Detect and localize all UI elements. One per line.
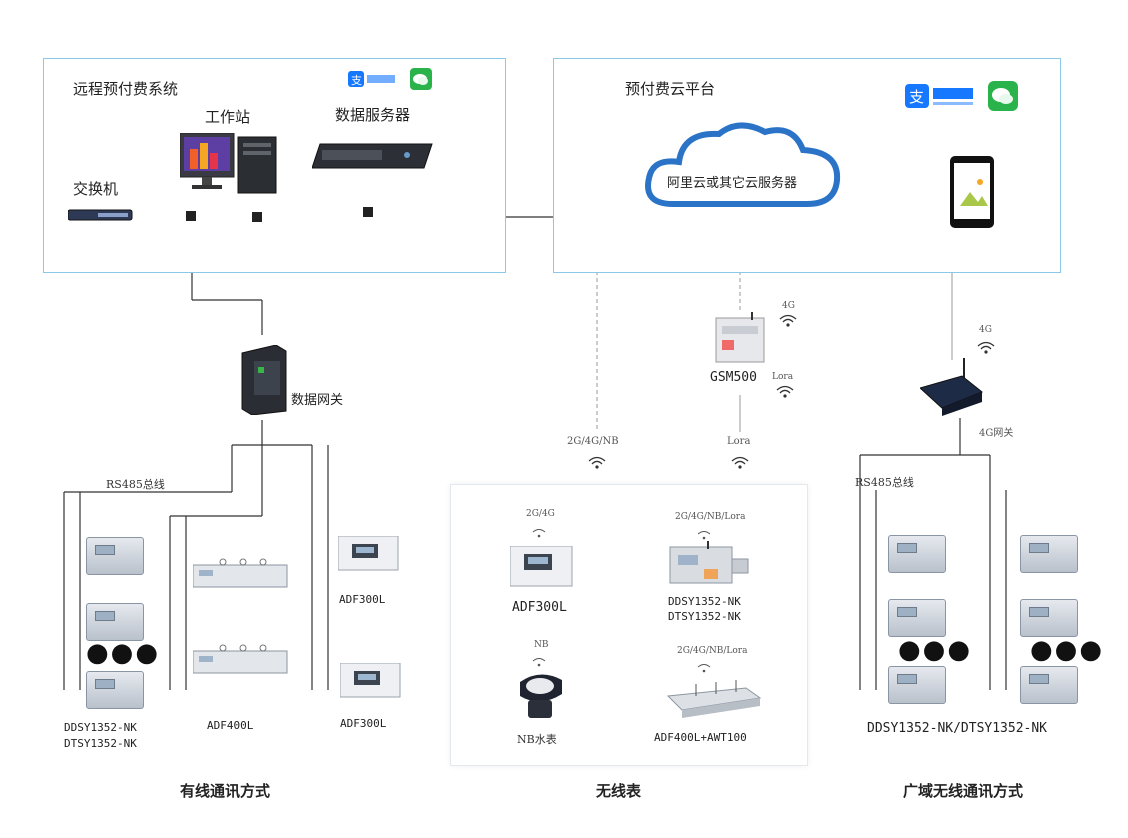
gsm500-label: GSM500 <box>710 370 757 385</box>
server-icon <box>311 142 434 176</box>
junction-node <box>186 211 196 221</box>
adf300l-wireless-device <box>509 545 574 592</box>
rs485-bus-label-right: RS485总线 <box>855 476 914 489</box>
nb-water-meter-label: NB水表 <box>517 733 557 746</box>
wechat-icon <box>410 68 432 90</box>
svg-text:支: 支 <box>909 88 924 106</box>
ellipsis-dots: ●●● <box>1030 635 1105 665</box>
wifi-icon <box>697 525 711 544</box>
ddsy-wireless-label: DDSY1352-NK <box>668 595 741 608</box>
awt-tag: 2G/4G/NB/Lora <box>677 646 748 656</box>
wifi-icon <box>731 455 749 474</box>
gw-4g-label: 4G <box>979 325 992 335</box>
4g-gateway-label: 4G网关 <box>979 428 1014 439</box>
adf300l-wireless-tag: 2G/4G <box>526 509 555 519</box>
ddsy-meter <box>1020 599 1078 637</box>
nb-tag: NB <box>534 640 549 650</box>
ddsy-wireless-tag: 2G/4G/NB/Lora <box>675 512 746 522</box>
adf300l-device <box>339 662 402 703</box>
adf300l-label-b: ADF300L <box>340 717 387 730</box>
data-gateway-device <box>240 344 288 419</box>
gsm-4g-label: 4G <box>782 301 795 311</box>
awt100-device <box>666 680 762 724</box>
ddsy-meter <box>888 535 946 573</box>
data-server-label: 数据服务器 <box>335 106 411 124</box>
4g-gateway-device <box>918 358 984 422</box>
wifi-icon <box>588 455 606 474</box>
ddsy-meter <box>86 537 144 575</box>
ddsy-meter <box>1020 535 1078 573</box>
adf400l-device <box>192 557 289 593</box>
ddsy-meter <box>888 666 946 704</box>
alipay-icon: 支 <box>348 70 398 88</box>
junction-node <box>363 207 373 217</box>
workstation-label: 工作站 <box>205 108 251 126</box>
wan-section-title: 广域无线通讯方式 <box>903 782 1024 800</box>
wireless-section-title: 无线表 <box>596 782 642 800</box>
ddsy-meter <box>1020 666 1078 704</box>
cloud-icon <box>643 118 843 216</box>
dtsy-label-wired: DTSY1352-NK <box>64 737 137 750</box>
svg-text:支: 支 <box>351 74 362 87</box>
wifi-icon <box>697 658 711 677</box>
gsm-lora-label: Lora <box>772 372 794 382</box>
ddsy-wireless-device <box>668 541 750 589</box>
switch-label: 交换机 <box>73 180 119 198</box>
workstation-monitor <box>179 132 280 201</box>
adf300l-device <box>337 535 400 576</box>
wired-section-title: 有线通讯方式 <box>180 782 271 800</box>
cloud-platform-title: 预付费云平台 <box>625 80 716 98</box>
ddsy-meter <box>86 603 144 641</box>
switch-icon <box>67 207 134 226</box>
awt100-label: ADF400L+AWT100 <box>654 731 747 744</box>
gsm500-device <box>712 312 768 370</box>
wifi-icon <box>779 313 797 332</box>
lora-link-label: Lora <box>727 436 751 447</box>
ellipsis-dots: ●●● <box>898 635 973 665</box>
dtsy-wireless-label: DTSY1352-NK <box>668 610 741 623</box>
junction-node <box>252 212 262 222</box>
data-gateway-label: 数据网关 <box>291 393 344 408</box>
wifi-icon <box>776 384 794 403</box>
wireless-link-label: 2G/4G/NB <box>567 436 619 447</box>
adf300l-label-a: ADF300L <box>339 593 386 606</box>
wifi-icon <box>977 340 995 359</box>
cloud-server-label: 阿里云或其它云服务器 <box>667 176 798 191</box>
ddsy-label-wired: DDSY1352-NK <box>64 721 137 734</box>
ddsy-meter <box>86 671 144 709</box>
nb-water-meter-device <box>512 664 568 726</box>
adf300l-wireless-label: ADF300L <box>512 600 567 615</box>
rs485-bus-label-left: RS485总线 <box>106 478 165 491</box>
phone-icon <box>950 156 996 234</box>
wireless-meter-panel <box>450 484 808 766</box>
wifi-icon <box>532 523 546 542</box>
remote-prepaid-title: 远程预付费系统 <box>73 80 179 98</box>
wan-meter-label: DDSY1352-NK/DTSY1352-NK <box>867 721 1048 736</box>
wechat-icon <box>988 81 1018 111</box>
adf400l-device <box>192 643 289 679</box>
ellipsis-dots: ●●● <box>86 638 161 668</box>
ddsy-meter <box>888 599 946 637</box>
alipay-icon: 支 <box>905 84 975 110</box>
wifi-icon <box>532 652 546 671</box>
adf400l-label: ADF400L <box>207 719 254 732</box>
